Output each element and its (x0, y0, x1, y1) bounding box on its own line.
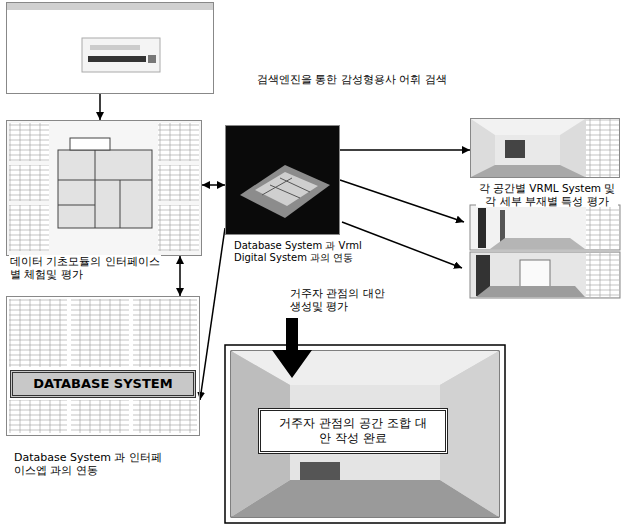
table-panel (71, 400, 129, 433)
table-panel (158, 205, 199, 251)
screenshot-box: 각 공간별 VRML System 및 각 세부 부재별 특성 평가 (470, 118, 620, 178)
screenshot-ground (226, 126, 339, 234)
flow-arrow (202, 184, 225, 186)
model-top (255, 172, 318, 206)
room-wall (495, 135, 560, 165)
screenshot-ground (7, 121, 201, 255)
screenshot-ground (7, 3, 213, 93)
room-wall (478, 208, 486, 248)
box-text: DATABASE SYSTEM (17, 376, 189, 392)
result-frame (225, 345, 505, 523)
screenshot-ground (471, 119, 619, 177)
search-field (88, 56, 146, 62)
box-text: 거주자 관점의 공간 조합 대안 작성 완료 (279, 416, 427, 446)
table-panel (71, 299, 129, 367)
plan-walls (58, 150, 152, 228)
room-opening (520, 260, 550, 290)
table-panel (9, 165, 49, 201)
caption-text: 각 공간별 VRML System 및 각 세부 부재별 특성 평가 (476, 182, 618, 207)
screenshot-box: 데이터 기초모듈의 인터페이스별 체험및 평가 (6, 120, 202, 256)
flow-arrow (179, 256, 181, 296)
room-window (505, 140, 525, 158)
result-screenshot (231, 351, 499, 517)
search-button (148, 55, 156, 63)
caption-text: Database System 과 Vrml Digital System 과의… (233, 240, 367, 264)
flow-arrow (340, 149, 470, 151)
flow-arrow (200, 228, 225, 400)
search-logo (90, 45, 140, 50)
plan-room (70, 138, 110, 150)
table-panel (133, 299, 197, 367)
room-wall (440, 351, 499, 517)
screenshot-ground (7, 297, 199, 435)
table-panel (9, 205, 49, 251)
screenshot-box: Database System 과 인터페이스엡 과의 연동DATABASE S… (6, 296, 200, 436)
table-panel (9, 299, 67, 367)
room-furniture (300, 462, 340, 480)
table-panel (586, 253, 619, 297)
banner-box: DATABASE SYSTEM (10, 370, 196, 398)
screenshot-box (470, 252, 620, 298)
model-lines (262, 178, 310, 198)
big-arrow (272, 318, 312, 378)
table-panel (9, 123, 49, 161)
result-box: 거주자 관점의 공간 조합 대안 작성 완료 (258, 408, 448, 454)
room-floor (471, 165, 585, 177)
flow-arrow (340, 180, 464, 222)
screenshot-box: Database System 과 Vrml Digital System 과의… (225, 125, 340, 235)
title-bar (7, 3, 213, 10)
floor-plan (58, 150, 152, 228)
table-panel (133, 400, 197, 433)
note-label: 거주자 관점의 대안 생성및 평가 (290, 287, 390, 313)
caption-text: 검색엔진을 통한 감성형용사 어휘 검색 (256, 73, 448, 86)
caption-text: 데이터 기초모듈의 인터페이스별 체험및 평가 (9, 255, 161, 281)
flow-arrow (99, 94, 101, 120)
search-dialog (82, 38, 160, 72)
room-floor (476, 286, 585, 297)
table-panel (158, 123, 199, 161)
model-base (240, 165, 330, 218)
screenshot-box: 검색엔진을 통한 감성형용사 어휘 검색 (6, 2, 214, 94)
room-ceiling (471, 119, 585, 135)
table-panel (586, 119, 619, 177)
table-panel (158, 165, 199, 201)
table-panel (586, 206, 619, 249)
room-floor (490, 238, 585, 249)
table-panel (9, 400, 67, 433)
screenshot-box (470, 205, 620, 250)
caption-text: Database System 과 인터페이스엡 과의 연동 (13, 451, 165, 477)
